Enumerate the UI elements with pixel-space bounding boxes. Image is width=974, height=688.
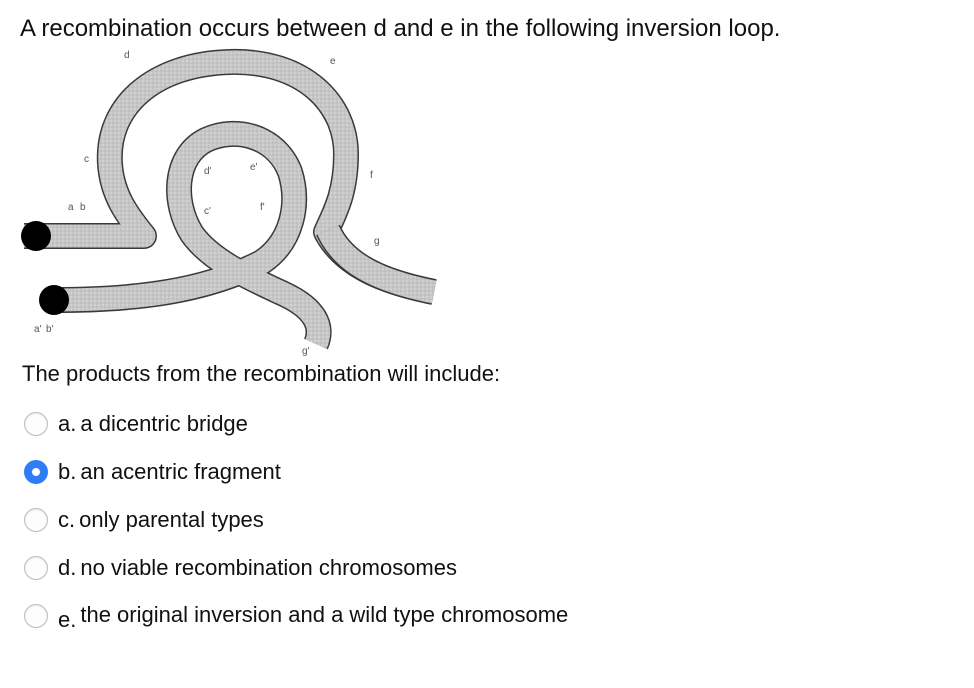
question-text: A recombination occurs between d and e i…: [20, 15, 781, 42]
option-label: an acentric fragment: [80, 459, 281, 484]
centromere-outer: [21, 221, 51, 251]
gene-label-f: f: [370, 170, 373, 181]
gene-label-g: g: [374, 236, 380, 247]
answer-options: a. a dicentric bridge b. an acentric fra…: [24, 400, 568, 640]
option-e[interactable]: e. the original inversion and a wild typ…: [24, 592, 568, 640]
option-label: only parental types: [79, 507, 264, 532]
option-label: the original inversion and a wild type c…: [80, 602, 569, 627]
option-d[interactable]: d. no viable recombination chromosomes: [24, 544, 568, 592]
gene-label-c-prime: c': [204, 206, 211, 217]
outer-chromatid-overpass: [316, 224, 437, 305]
radio-e[interactable]: [24, 604, 48, 628]
radio-a[interactable]: [24, 412, 48, 436]
gene-label-e: e: [330, 56, 336, 67]
gene-label-c: c: [84, 154, 89, 165]
option-letter: a.: [58, 411, 77, 436]
radio-b[interactable]: [24, 460, 48, 484]
option-b[interactable]: b. an acentric fragment: [24, 448, 568, 496]
gene-label-e-prime: e': [250, 162, 258, 173]
option-label: no viable recombination chromosomes: [80, 555, 457, 580]
prompt-text: The products from the recombination will…: [22, 361, 501, 386]
radio-c[interactable]: [24, 508, 48, 532]
gene-label-f-prime: f': [260, 202, 265, 213]
option-letter: b.: [58, 459, 77, 484]
gene-label-b-prime: b': [46, 324, 54, 335]
gene-label-a: a: [68, 202, 74, 213]
gene-label-d: d: [124, 50, 130, 61]
gene-label-d-prime: d': [204, 166, 212, 177]
option-a[interactable]: a. a dicentric bridge: [24, 400, 568, 448]
inner-chromatid: [53, 120, 332, 350]
option-letter: e.: [58, 607, 77, 632]
radio-d[interactable]: [24, 556, 48, 580]
centromere-inner: [39, 285, 69, 315]
gene-label-g-prime: g': [302, 346, 310, 357]
gene-label-b: b: [80, 202, 86, 213]
inversion-loop-diagram: a b c d e f g a' b' c' d' e' f' g': [21, 48, 437, 357]
option-label: a dicentric bridge: [80, 411, 248, 436]
gene-label-a-prime: a': [34, 324, 42, 335]
option-letter: c.: [58, 507, 76, 532]
option-c[interactable]: c. only parental types: [24, 496, 568, 544]
option-letter: d.: [58, 555, 77, 580]
